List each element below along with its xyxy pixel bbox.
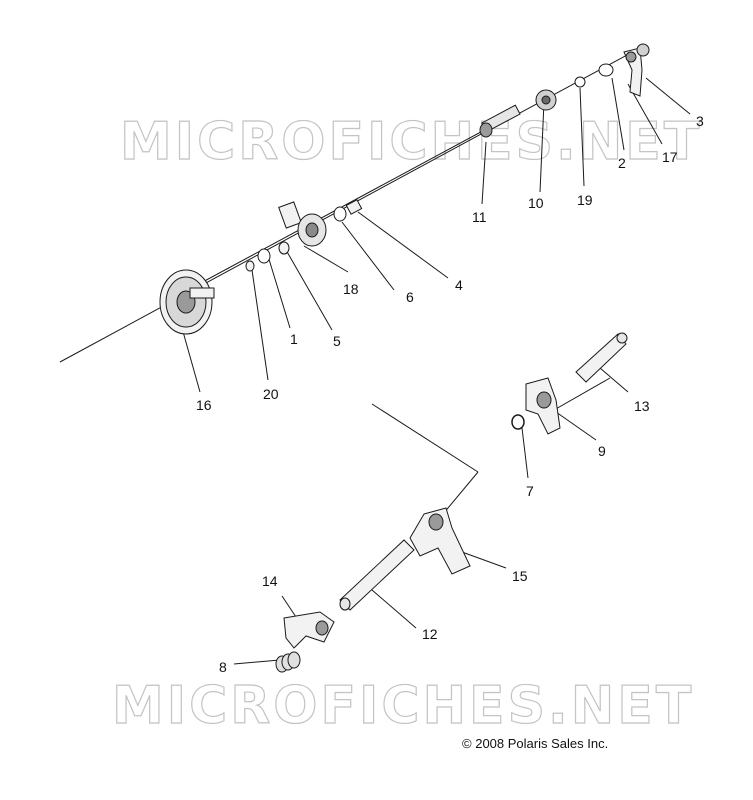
callout-11: 11 (472, 209, 487, 225)
part-7-clip (511, 414, 525, 430)
part-12-rod (339, 539, 415, 611)
copyright-symbol: © (462, 736, 472, 751)
callout-3: 3 (696, 113, 704, 129)
callout-4: 4 (455, 277, 463, 293)
part-9-fork (525, 377, 561, 435)
callout-7: 7 (526, 483, 534, 499)
part-19-ring (574, 76, 586, 88)
callout-8: 8 (219, 659, 227, 675)
part-14-fork (283, 611, 335, 649)
callout-12: 12 (422, 626, 438, 642)
callout-14: 14 (262, 573, 278, 589)
part-2-washer (598, 63, 614, 77)
part-16-gear (159, 269, 215, 335)
part-20-ring (245, 260, 255, 272)
callout-15: 15 (512, 568, 528, 584)
callout-6: 6 (406, 289, 414, 305)
part-18-cam (278, 201, 327, 247)
part-6-washer (333, 206, 347, 222)
callout-20: 20 (263, 386, 279, 402)
copyright-notice: © 2008 Polaris Sales Inc. (462, 736, 608, 751)
copyright-text: 2008 Polaris Sales Inc. (475, 736, 609, 751)
part-5-ring (278, 241, 290, 255)
callout-16: 16 (196, 397, 212, 413)
callout-18: 18 (343, 281, 359, 297)
part-10-star (535, 89, 557, 111)
callout-1: 1 (290, 331, 298, 347)
callout-13: 13 (634, 398, 650, 414)
part-3-nut (636, 43, 650, 57)
part-17-lever (623, 47, 643, 97)
watermark-bottom: MICROFICHES.NET (111, 675, 695, 736)
callout-19: 19 (577, 192, 593, 208)
callout-2: 2 (618, 155, 626, 171)
part-4-sleeve (345, 199, 363, 215)
part-1-washer (257, 248, 271, 264)
part-15-fork (409, 507, 471, 575)
callout-9: 9 (598, 443, 606, 459)
part-11-shaft-end (479, 104, 521, 138)
callout-10: 10 (528, 195, 544, 211)
callout-5: 5 (333, 333, 341, 349)
callout-17: 17 (662, 149, 678, 165)
watermark-top: MICROFICHES.NET (119, 111, 703, 172)
part-8-spring (275, 651, 301, 673)
lower-guide-line (371, 403, 479, 473)
shaft-body (159, 126, 491, 306)
part-13-rod (575, 332, 628, 383)
